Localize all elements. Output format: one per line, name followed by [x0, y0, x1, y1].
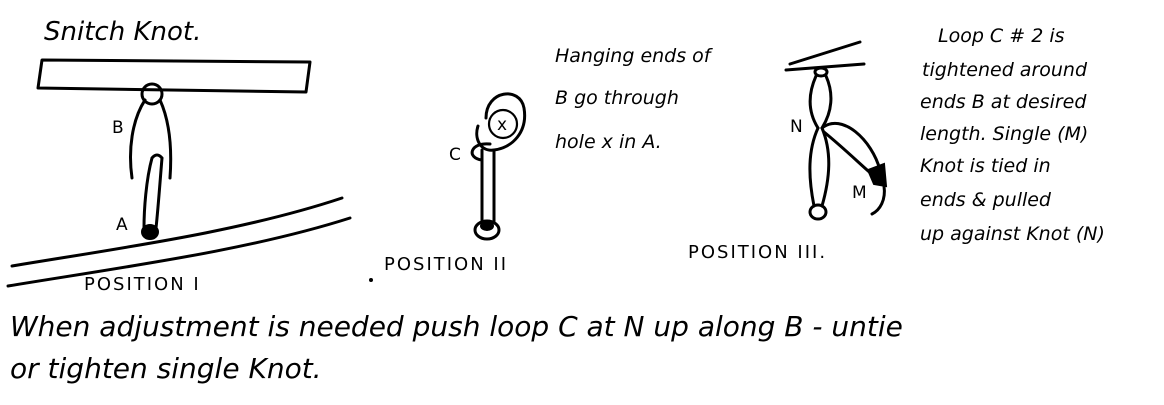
tail-m [872, 186, 884, 214]
upper-cord [810, 76, 831, 128]
ground-line-top [12, 198, 342, 266]
stem-two [482, 150, 494, 222]
base-two-fill [481, 222, 493, 230]
position-one-label: POSITION I [84, 274, 201, 295]
bottom-instruction: When adjustment is needed push loop C at… [10, 310, 903, 385]
loop-note-line-4: length. Single (M) [920, 123, 1088, 145]
hanging-note-line-1: Hanging ends of [555, 45, 714, 67]
position-two-figure: x C [449, 94, 525, 239]
loop-note-line-6: ends & pulled [920, 189, 1052, 211]
hanging-note: Hanging ends of B go through hole x in A… [555, 45, 714, 153]
loop-b [131, 100, 145, 178]
base-three [810, 205, 826, 219]
label-b: B [112, 118, 124, 138]
loop-note-line-2: tightened around [922, 59, 1088, 81]
label-a: A [116, 215, 128, 235]
position-one-figure: B A [8, 60, 350, 286]
bottom-note-line-1: When adjustment is needed push loop C at… [10, 310, 903, 343]
label-m: M [852, 183, 867, 203]
label-x: x [497, 115, 507, 135]
position-three-label: POSITION III. [688, 242, 827, 263]
loop-note-line-3: ends B at desired [920, 91, 1087, 113]
hanging-note-line-3: hole x in A. [555, 131, 662, 153]
label-n: N [790, 117, 803, 137]
dot-mark [369, 278, 373, 282]
loop-note-line-1: Loop C # 2 is [938, 25, 1065, 47]
loop-note-line-7: up against Knot (N) [920, 223, 1105, 245]
hanging-note-line-2: B go through [555, 87, 679, 109]
bottom-note-line-2: or tighten single Knot. [10, 352, 322, 385]
stick-a [144, 155, 162, 228]
lower-cord [810, 128, 829, 206]
position-three-figure: N M [786, 42, 886, 219]
top-bar [786, 42, 864, 70]
label-c: C [449, 145, 461, 165]
knot-m [868, 164, 886, 186]
loop-note: Loop C # 2 is tightened around ends B at… [920, 25, 1105, 245]
title-text: Snitch Knot. [44, 17, 201, 47]
knot-a [142, 225, 158, 239]
position-two-label: POSITION II [384, 254, 508, 275]
beam [38, 60, 310, 92]
loop-note-line-5: Knot is tied in [920, 155, 1051, 177]
